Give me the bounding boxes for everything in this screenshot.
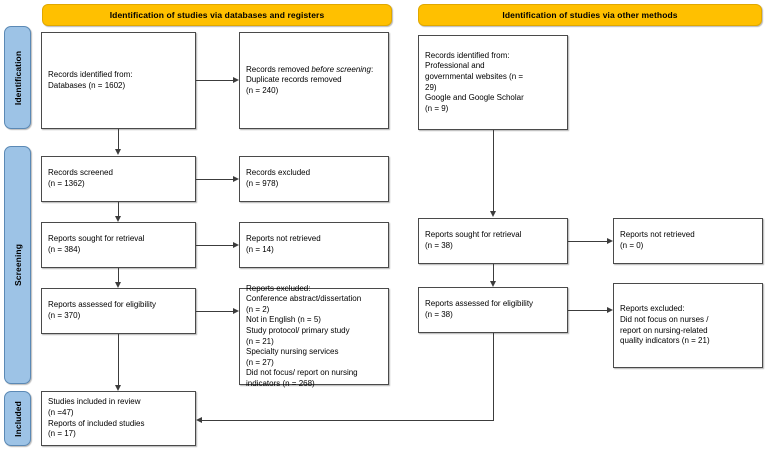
phase-header-databases: Identification of studies via databases … [42,4,392,26]
stage-tab-included-label: Included [12,400,23,437]
arrowhead-assessed-to-excluded-right [607,306,613,313]
arrowhead-right-to-included [196,416,202,423]
box-records-removed-before-screening: Records removed before screening: Duplic… [239,32,389,129]
arrowhead-screened-to-sought [114,216,121,222]
box-studies-included: Studies included in review (n =47) Repor… [41,391,196,446]
connector-sought-to-assessed-left [118,268,119,282]
arrowhead-other-to-sought-right [489,211,496,217]
arrowhead-assessed-to-included [114,385,121,391]
box-reports-excluded-right-text: Reports excluded: Did not focus on nurse… [620,304,710,346]
connector-identified-to-removed [196,80,233,81]
arrowhead-sought-to-assessed-left [114,282,121,288]
connector-screened-to-sought [118,202,119,216]
box-records-excluded: Records excluded (n = 978) [239,156,389,202]
box-reports-assessed-left-text: Reports assessed for eligibility (n = 37… [48,300,157,320]
box-reports-not-retrieved-right: Reports not retrieved (n = 0) [613,218,763,264]
box-reports-assessed-left: Reports assessed for eligibility (n = 37… [41,288,196,334]
phase-header-databases-label: Identification of studies via databases … [109,10,325,20]
connector-sought-to-assessed-right [493,264,494,281]
box-reports-excluded-right: Reports excluded: Did not focus on nurse… [613,283,763,368]
box-reports-assessed-right-text: Reports assessed for eligibility (n = 38… [425,299,534,319]
connector-other-to-sought-right [493,130,494,211]
box-reports-sought-right-text: Reports sought for retrieval (n = 38) [425,230,522,250]
box-reports-excluded-left-text: Reports excluded: Conference abstract/di… [246,283,362,388]
stage-tab-screening-label: Screening [12,244,23,286]
box-records-excluded-text: Records excluded (n = 978) [246,168,311,188]
connector-right-elbow-vertical [493,333,494,421]
box-reports-assessed-right: Reports assessed for eligibility (n = 38… [418,287,568,333]
connector-assessed-to-excluded-left [196,311,233,312]
phase-header-other-methods: Identification of studies via other meth… [418,4,762,26]
arrowhead-identified-to-removed [233,76,239,83]
stage-tab-identification: Identification [4,26,31,129]
box-records-identified-databases-text: Records identified from: Databases (n = … [48,69,133,90]
box-reports-not-retrieved-left-text: Reports not retrieved (n = 14) [246,234,321,254]
connector-right-elbow-horizontal [200,420,493,421]
arrowhead-sought-to-not-retrieved-left [233,241,239,248]
arrowhead-screened-to-excluded [233,175,239,182]
stage-tab-included: Included [4,391,31,446]
box-studies-included-text: Studies included in review (n =47) Repor… [48,397,145,439]
connector-assessed-to-excluded-right [568,310,607,311]
connector-identified-to-screened [118,129,119,149]
box-reports-sought-right: Reports sought for retrieval (n = 38) [418,218,568,264]
box-records-identified-other: Records identified from: Professional an… [418,35,568,130]
arrowhead-assessed-to-excluded-left [233,307,239,314]
arrowhead-sought-to-assessed-right [489,281,496,287]
box-records-identified-databases: Records identified from: Databases (n = … [41,32,196,129]
box-reports-excluded-left: Reports excluded: Conference abstract/di… [239,284,389,388]
connector-screened-to-excluded [196,179,233,180]
arrowhead-sought-to-not-retrieved-right [607,237,613,244]
connector-assessed-to-included [118,334,119,385]
connector-sought-to-not-retrieved-left [196,245,233,246]
box-reports-sought-left: Reports sought for retrieval (n = 384) [41,222,196,268]
arrowhead-identified-to-screened [114,149,121,155]
box-records-screened-text: Records screened (n = 1362) [48,168,113,188]
box-reports-not-retrieved-right-text: Reports not retrieved (n = 0) [620,230,695,250]
connector-sought-to-not-retrieved-right [568,241,607,242]
box-reports-sought-left-text: Reports sought for retrieval (n = 384) [48,234,145,254]
phase-header-other-methods-label: Identification of studies via other meth… [502,10,678,20]
box-records-identified-other-text: Records identified from: Professional an… [425,50,524,113]
stage-tab-identification-label: Identification [12,50,23,105]
box-reports-not-retrieved-left: Reports not retrieved (n = 14) [239,222,389,268]
box-records-screened: Records screened (n = 1362) [41,156,196,202]
box-records-removed-before-screening-text: Records removed before screening: Duplic… [246,64,374,95]
stage-tab-screening: Screening [4,146,31,384]
